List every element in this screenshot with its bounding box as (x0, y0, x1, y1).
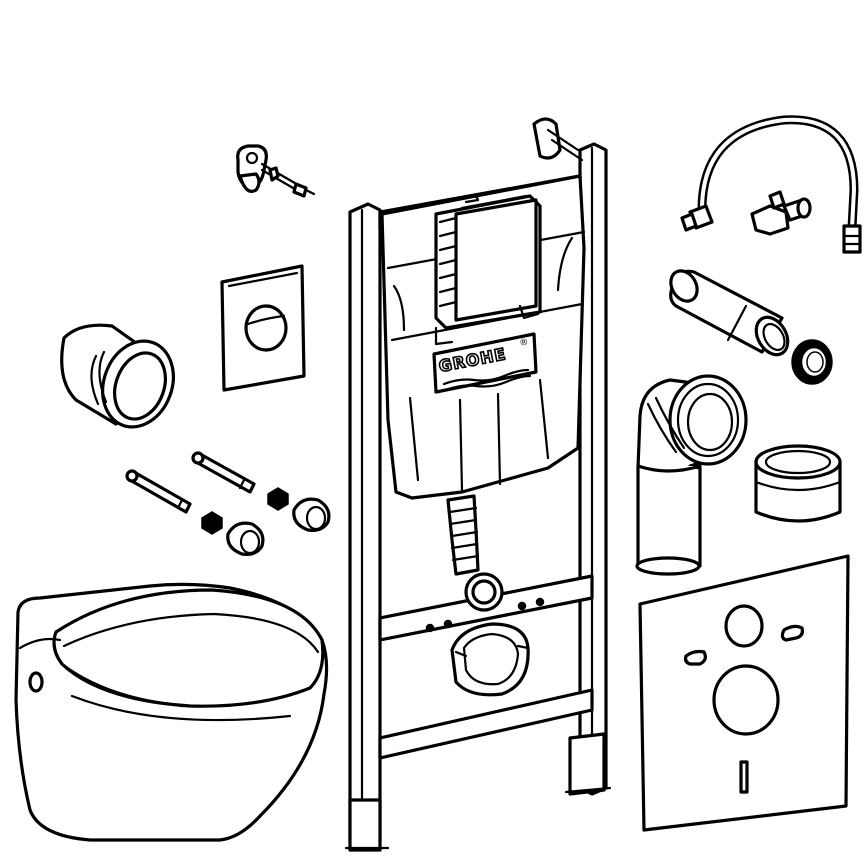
flush-plate (220, 264, 306, 392)
drain-connector (754, 444, 842, 523)
water-supply-hose (680, 115, 862, 254)
nuts-and-caps (201, 487, 331, 556)
fixing-studs (125, 451, 256, 514)
angle-valve (750, 190, 812, 236)
brand-registered-mark: ® (519, 337, 530, 349)
wall-hung-toilet (14, 582, 329, 842)
flush-outlet-bend (446, 494, 530, 697)
wall-bracket-left (236, 144, 316, 198)
inlet-sleeve (60, 323, 175, 429)
flush-pipe (669, 269, 790, 357)
soundproofing-mat (638, 554, 850, 832)
cistern: GROHE ® (380, 174, 586, 500)
pipe-seal (791, 339, 833, 385)
drain-elbow (635, 374, 748, 576)
